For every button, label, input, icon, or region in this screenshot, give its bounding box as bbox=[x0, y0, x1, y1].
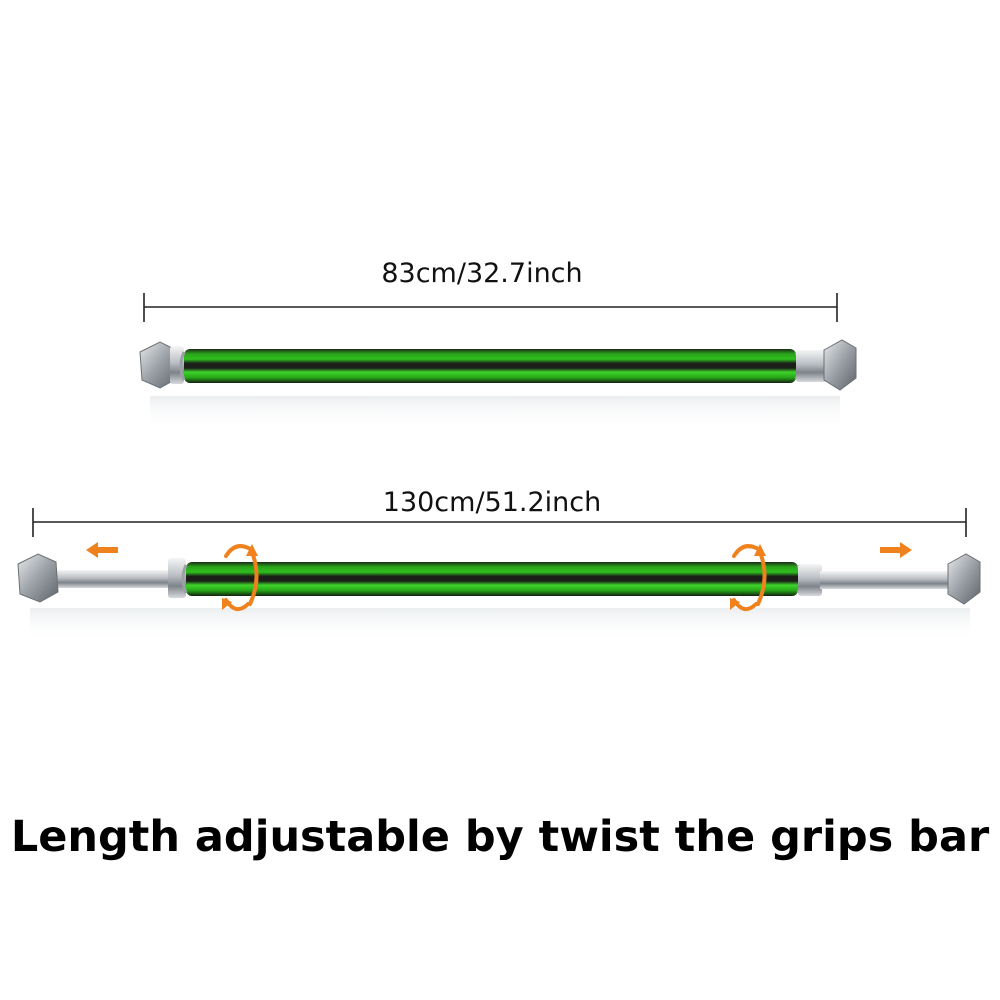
short-right-end-cap bbox=[823, 339, 857, 391]
short-length-label: 83cm/32.7inch bbox=[381, 258, 583, 289]
arrow-right-icon bbox=[880, 542, 912, 558]
long-left-end-cap bbox=[17, 553, 59, 603]
long-left-rod bbox=[50, 570, 175, 588]
short-grip bbox=[184, 349, 796, 383]
long-right-end-cap bbox=[947, 553, 981, 605]
arrow-left-icon bbox=[86, 542, 118, 558]
short-dimension-line bbox=[143, 293, 838, 322]
short-bar-reflection bbox=[150, 396, 840, 430]
long-right-rod bbox=[820, 571, 955, 589]
rotate-icon bbox=[222, 544, 259, 612]
short-bar bbox=[139, 293, 857, 430]
rotate-icon bbox=[730, 544, 767, 612]
long-dimension-line bbox=[32, 508, 967, 537]
long-grip bbox=[186, 562, 798, 596]
long-bar-reflection bbox=[30, 608, 970, 642]
caption: Length adjustable by twist the grips bar bbox=[10, 812, 990, 862]
long-length-label: 130cm/51.2inch bbox=[382, 487, 602, 518]
long-bar bbox=[17, 508, 981, 642]
